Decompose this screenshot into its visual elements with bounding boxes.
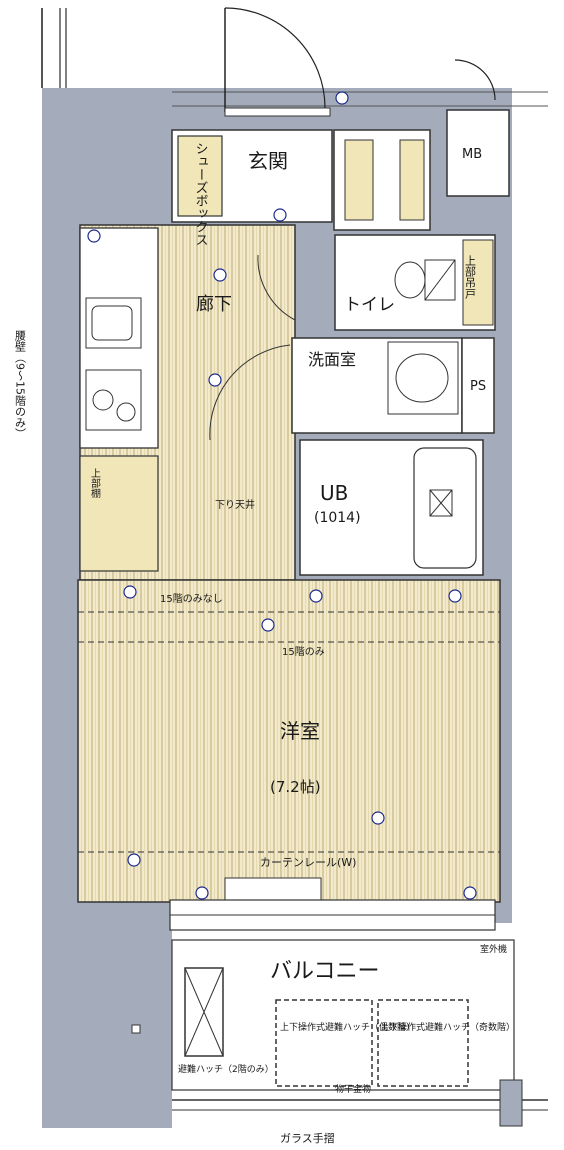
genkan-label: 玄関 <box>248 149 288 173</box>
western-room-size-label: (7.2帖) <box>270 778 321 796</box>
corridor-label: 廊下 <box>196 294 232 315</box>
toilet-label: トイレ <box>344 295 395 315</box>
balcony-label: バルコニー <box>270 959 380 984</box>
hatch-left-note: 避難ハッチ（2階のみ） <box>178 1063 274 1075</box>
shoes-box <box>177 135 223 217</box>
koshikabe-note: 腰壁（9～15階のみ） <box>14 330 27 439</box>
hatch-right-box <box>377 999 469 1087</box>
ps-label: PS <box>470 379 486 394</box>
pipe-shaft-left-note: 上部棚 <box>89 468 101 499</box>
western-room-label: 洋室 <box>280 719 320 743</box>
hatch-right-note: 上下操作式避難ハッチ（奇数階） <box>380 1021 515 1033</box>
western-room-floor <box>77 579 501 903</box>
top-shelf-note: 上部吊戸 <box>464 255 477 300</box>
glass-rail-note: ガラス手摺 <box>280 1131 335 1145</box>
no-15f-note: 15階のみなし <box>160 593 223 605</box>
curtain-rail-note: カーテンレール(W) <box>260 856 356 869</box>
hatch-center-note: 上下操作式避難ハッチ（偶数階） <box>280 1021 415 1033</box>
drain-note: 物干金物 <box>335 1083 371 1095</box>
mb-room <box>446 109 510 197</box>
washroom-label: 洗面室 <box>308 350 356 369</box>
ub-label: UB <box>320 481 348 505</box>
aircon-note: 室外機 <box>480 943 507 955</box>
shoes-box-label: シューズボックス <box>193 142 208 246</box>
only-15f-note: 15階のみ <box>282 646 325 658</box>
ub-size-label: (1014) <box>314 510 361 526</box>
hatch-center-box <box>275 999 373 1087</box>
sagari-note: 下り天井 <box>215 498 255 511</box>
ps-box <box>461 337 495 434</box>
mb-label: MB <box>462 147 482 162</box>
